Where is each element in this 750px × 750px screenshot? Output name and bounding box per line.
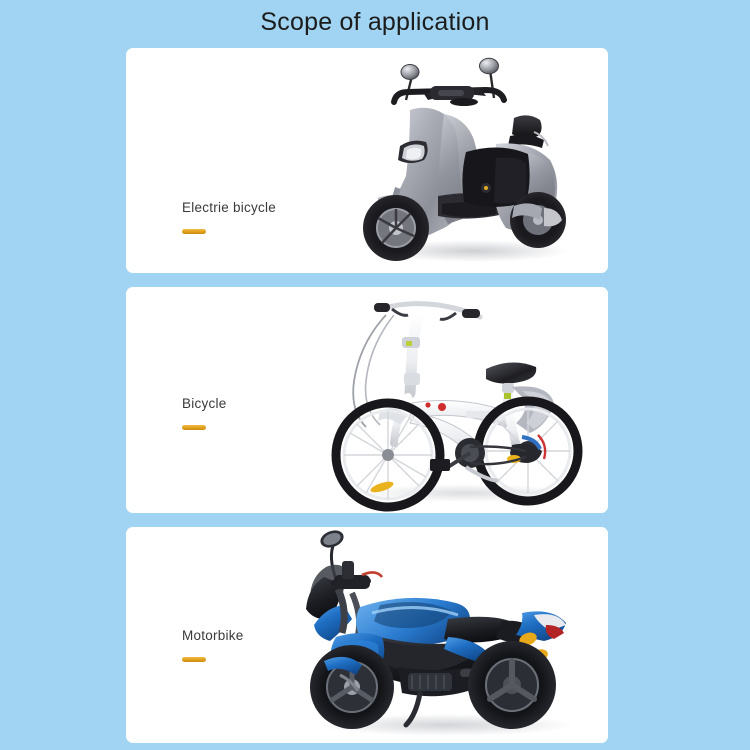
card-label-group: Electrie bicycle (182, 200, 276, 234)
page-title: Scope of application (260, 8, 490, 36)
scope-card-list: Electrie bicycle (126, 48, 608, 750)
accent-rule (182, 657, 206, 662)
folding-bicycle-photo (316, 287, 608, 513)
card-label: Bicycle (182, 396, 227, 411)
scope-card-electric-bicycle[interactable]: Electrie bicycle (126, 48, 608, 273)
scope-card-bicycle[interactable]: Bicycle (126, 287, 608, 513)
electric-scooter-photo (338, 48, 608, 273)
scope-card-motorbike[interactable]: Motorbike (126, 527, 608, 743)
card-label-group: Bicycle (182, 396, 227, 430)
card-label: Motorbike (182, 628, 244, 643)
card-label: Electrie bicycle (182, 200, 277, 215)
card-label-group: Motorbike (182, 628, 244, 662)
accent-rule (182, 425, 206, 430)
accent-rule (182, 229, 206, 234)
sport-motorbike-photo (276, 527, 608, 743)
